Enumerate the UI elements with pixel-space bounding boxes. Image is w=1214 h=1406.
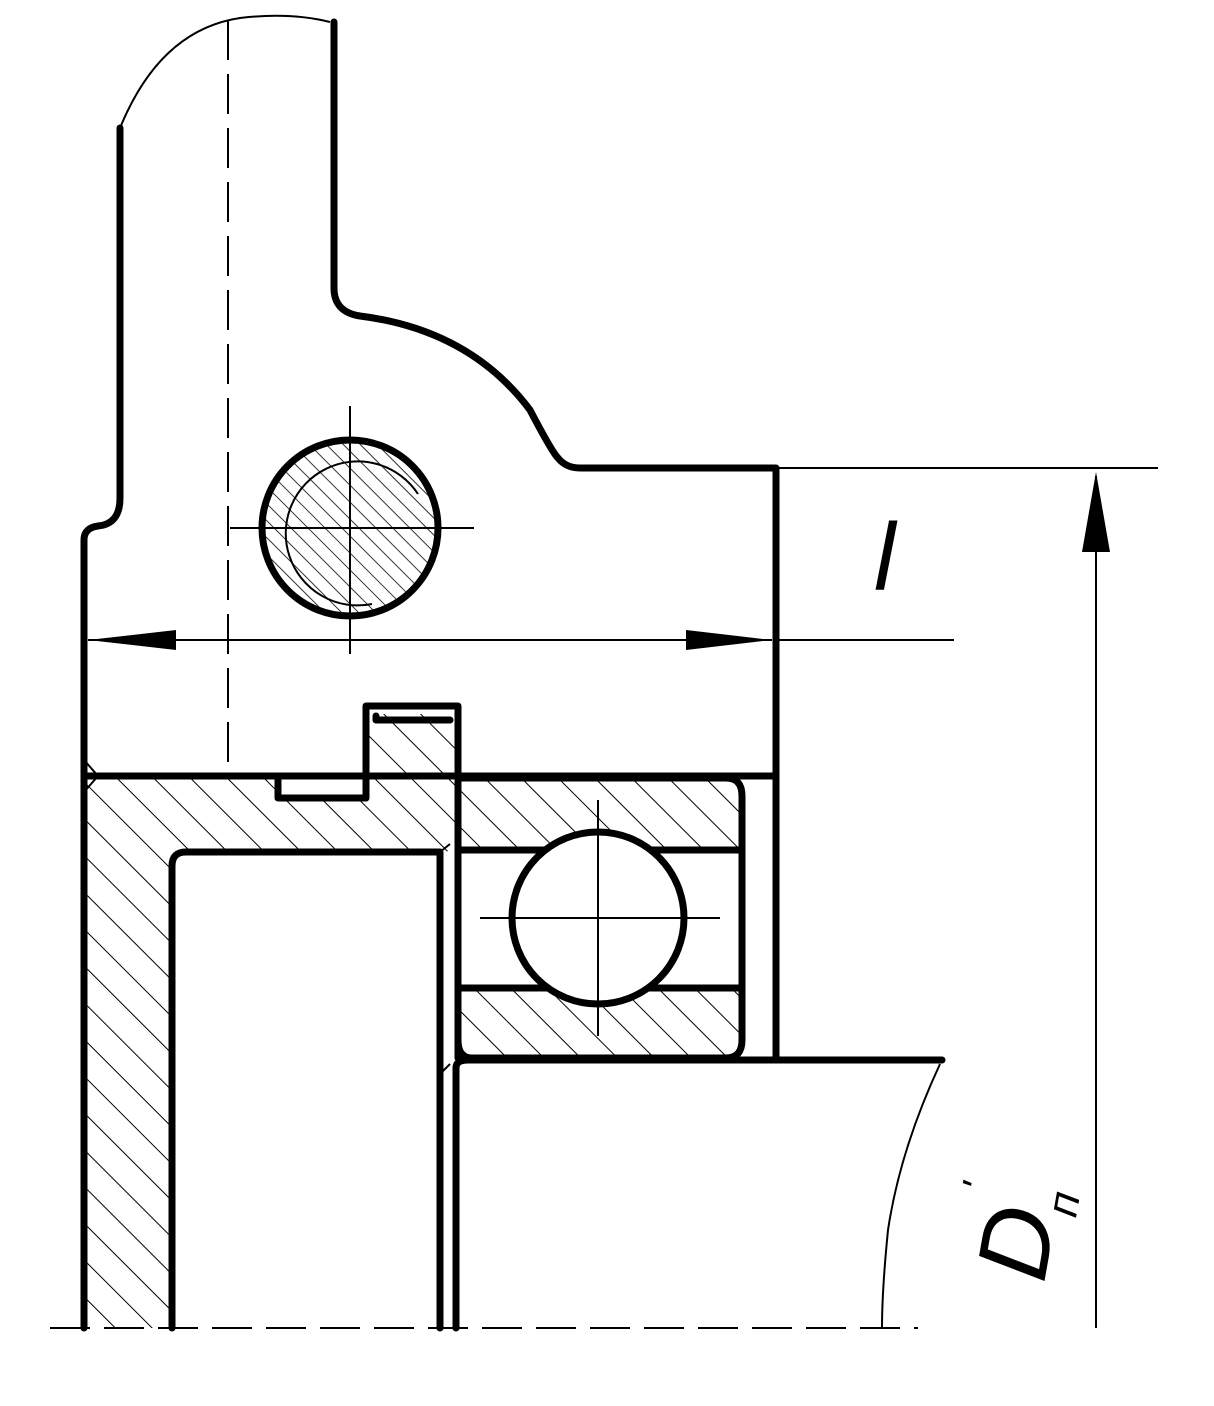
length-arrow-left xyxy=(88,630,176,650)
diameter-label-group: D п ' xyxy=(954,1178,1089,1288)
housing-top-arc xyxy=(119,14,331,129)
length-label: l xyxy=(874,504,898,611)
threaded-hole xyxy=(230,406,474,654)
length-arrow-right xyxy=(686,630,772,650)
bearing-inner-ring-hatch xyxy=(458,988,742,1058)
sleeve-outline xyxy=(168,702,462,1332)
thread-root-arc xyxy=(284,460,419,607)
housing-left-edge xyxy=(80,124,124,1332)
bearing-outer-ring-hatch xyxy=(458,778,742,850)
shaft xyxy=(452,1056,946,1332)
bearing-rings xyxy=(458,778,742,1058)
sleeve-bore-chamfer xyxy=(439,843,451,1075)
center-lines xyxy=(50,20,918,1329)
sleeve-step-inner xyxy=(372,712,454,724)
sleeve-step xyxy=(274,702,462,1062)
housing-outline xyxy=(80,14,780,1332)
diameter-arrow-top xyxy=(1082,472,1110,552)
diameter-prime: ' xyxy=(954,1178,999,1195)
dimension-length: l xyxy=(88,504,954,650)
sleeve-bore xyxy=(168,848,444,1332)
sleeve-hatch xyxy=(84,714,458,1328)
bearing xyxy=(454,774,746,1062)
dimension-diameter: D п ' xyxy=(776,467,1158,1328)
sleeve-section xyxy=(84,714,458,1328)
shaft-outline xyxy=(452,1056,946,1332)
shaft-break-line xyxy=(881,1063,941,1329)
bearing-outer-frame xyxy=(454,774,746,1062)
housing-body xyxy=(330,18,780,1062)
housing-chamfer xyxy=(83,759,100,793)
